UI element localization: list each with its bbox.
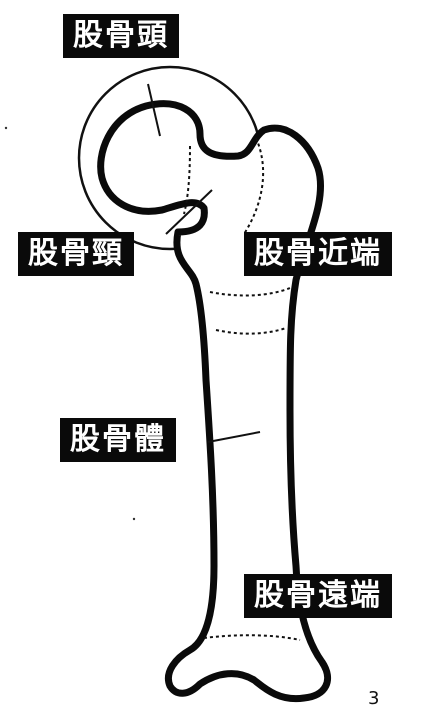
scan-speck <box>132 517 136 521</box>
page-number: 3 <box>368 688 380 709</box>
distal-boundary-dotted-line <box>203 634 301 641</box>
label-distal-femur: 股骨遠端 <box>244 574 392 618</box>
label-femoral-neck: 股骨頸 <box>18 232 134 276</box>
neck-leader-line <box>165 189 213 235</box>
head-boundary-dotted-line <box>183 145 191 215</box>
proximal-shaft-dotted-line <box>215 327 287 335</box>
scan-speck <box>4 126 8 130</box>
shaft-leader-line <box>207 431 261 443</box>
label-femoral-shaft: 股骨體 <box>60 418 176 462</box>
trochanter-boundary-dotted-line <box>243 137 265 235</box>
head-leader-line <box>147 83 161 137</box>
proximal-boundary-dotted-line <box>209 287 291 297</box>
label-proximal-femur: 股骨近端 <box>244 232 392 276</box>
label-femoral-head: 股骨頭 <box>63 14 179 58</box>
